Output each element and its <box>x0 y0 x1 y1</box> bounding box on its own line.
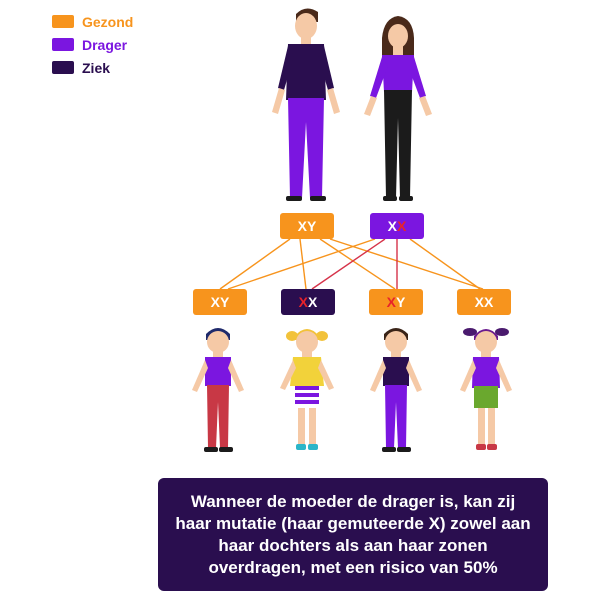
connection-lines <box>219 238 484 290</box>
info-box: Wanneer de moeder de drager is, kan zij … <box>158 478 548 591</box>
legend: Gezond Drager Ziek <box>52 10 133 79</box>
child-figure-2 <box>280 329 334 450</box>
father-figure <box>272 8 340 201</box>
legend-label-gezond: Gezond <box>82 13 134 30</box>
legend-item-ziek: Ziek <box>52 56 133 79</box>
legend-swatch-gezond <box>52 15 74 28</box>
father-genotype-box: XY <box>280 213 334 239</box>
line-mother-child4 <box>409 238 481 290</box>
child-3-genotype-mutated: X <box>386 294 396 310</box>
child-4-genotype-left: X <box>474 294 484 310</box>
father-genotype: XY <box>297 218 317 234</box>
line-father-child3 <box>319 238 396 290</box>
child-1-genotype-right: Y <box>220 294 230 310</box>
child-2-genotype-mutated: X <box>298 294 308 310</box>
line-father-child4 <box>329 238 484 290</box>
child-2-genotype-right: X <box>308 294 318 310</box>
mother-genotype-left: X <box>387 218 397 234</box>
legend-swatch-drager <box>52 38 74 51</box>
child-4-genotype-right: X <box>484 294 494 310</box>
child-figure-1 <box>192 328 244 452</box>
info-text: Wanneer de moeder de drager is, kan zij … <box>175 491 531 577</box>
child-3-genotype-right: Y <box>396 294 406 310</box>
legend-swatch-ziek <box>52 61 74 74</box>
child-figure-4 <box>460 328 512 450</box>
legend-item-drager: Drager <box>52 33 133 56</box>
legend-label-drager: Drager <box>82 36 128 53</box>
line-father-child1 <box>219 238 291 290</box>
child-figure-3 <box>370 328 422 452</box>
child-1-genotype-left: X <box>210 294 220 310</box>
line-mother-child1 <box>227 238 376 290</box>
line-mother-child2 <box>311 238 386 290</box>
mother-figure <box>364 16 432 201</box>
legend-item-gezond: Gezond <box>52 10 133 33</box>
mother-genotype-mutated: X <box>397 218 407 234</box>
legend-label-ziek: Ziek <box>82 59 111 76</box>
